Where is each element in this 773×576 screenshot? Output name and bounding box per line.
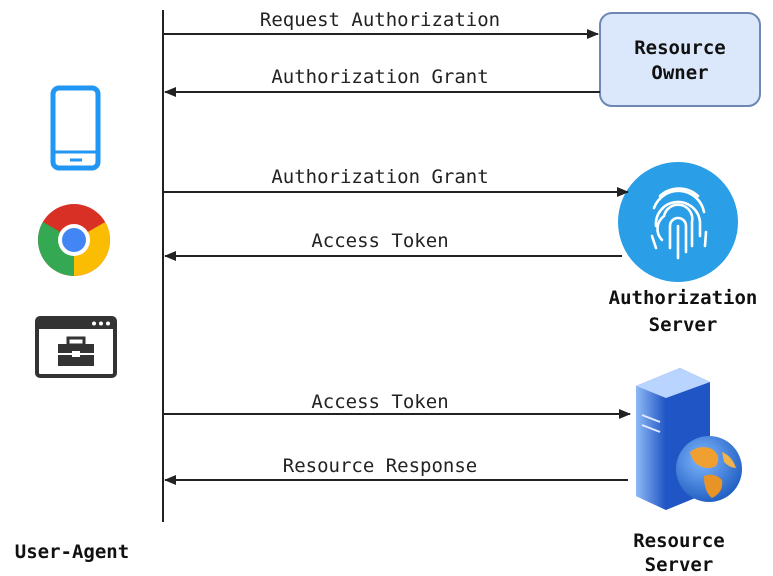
resource-server-label-line1: Resource xyxy=(633,530,725,552)
message-request-authorization: Request Authorization xyxy=(163,9,599,39)
message-access-token-2: Access Token xyxy=(163,391,631,419)
server-globe-icon xyxy=(636,368,742,510)
resource-owner-label-line1: Resource xyxy=(634,37,726,59)
message-resource-response: Resource Response xyxy=(164,455,628,485)
message-label: Authorization Grant xyxy=(271,66,488,88)
message-authorization-grant-2: Authorization Grant xyxy=(163,166,629,197)
message-label: Access Token xyxy=(311,230,448,252)
resource-owner-box: Resource Owner xyxy=(599,12,761,107)
message-label: Resource Response xyxy=(283,455,477,477)
message-label: Request Authorization xyxy=(260,9,500,31)
mobile-phone-icon xyxy=(50,85,101,171)
message-authorization-grant-1: Authorization Grant xyxy=(164,66,600,97)
fingerprint-icon xyxy=(618,162,738,282)
authorization-server-label-line2: Server xyxy=(649,314,718,336)
toolbox-app-icon xyxy=(35,316,117,378)
chrome-browser-icon xyxy=(37,204,111,277)
message-label: Authorization Grant xyxy=(271,166,488,188)
user-agent-label: User-Agent xyxy=(15,541,129,563)
message-access-token-1: Access Token xyxy=(164,230,622,261)
resource-server-label-line2: Server xyxy=(645,554,714,576)
resource-owner-label-line2: Owner xyxy=(651,62,708,84)
authorization-server-label-line1: Authorization xyxy=(609,287,758,309)
message-label: Access Token xyxy=(311,391,448,413)
